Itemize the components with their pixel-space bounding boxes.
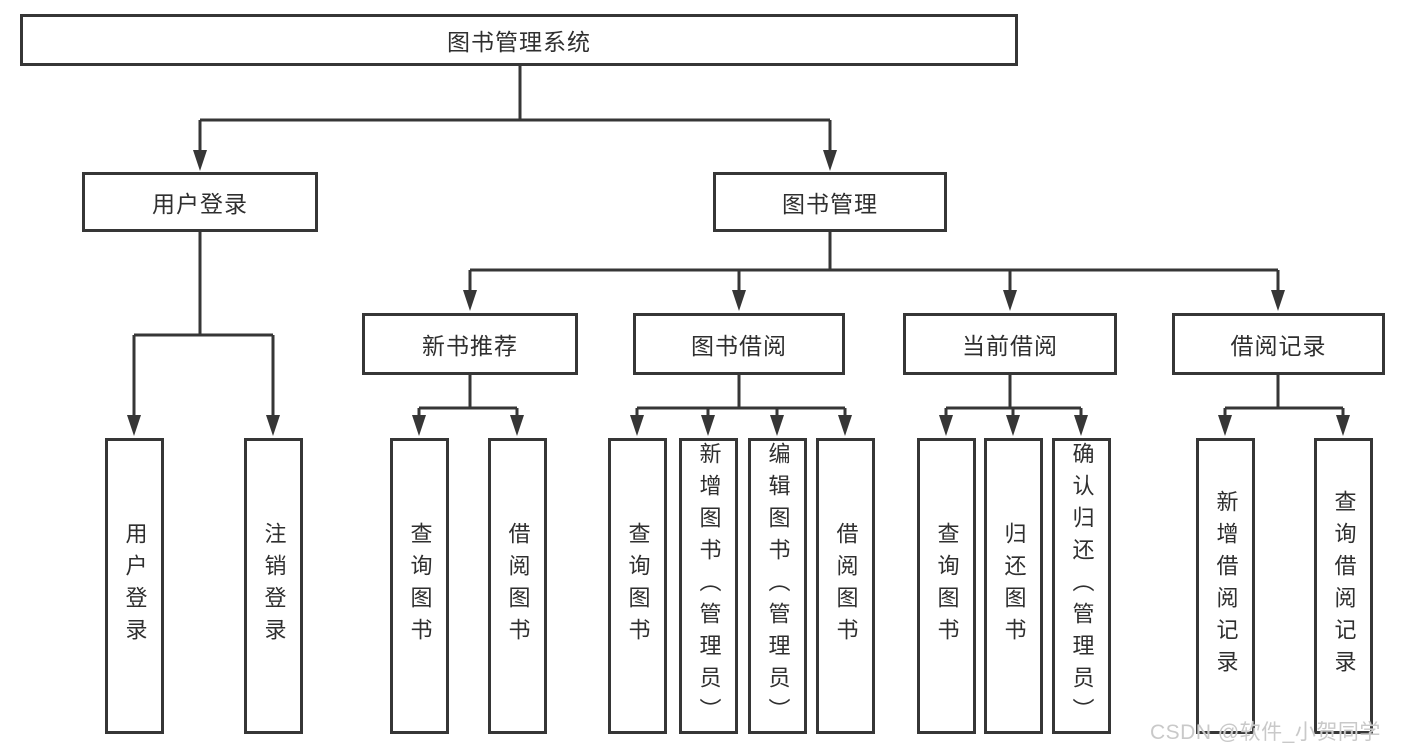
node-book-management: 图书管理 (713, 172, 947, 232)
arrow-down-icon (1006, 415, 1020, 436)
node-borrow-records: 借阅记录 (1172, 313, 1385, 375)
arrow-down-icon (510, 415, 524, 436)
arrow-down-icon (1271, 290, 1285, 311)
arrow-down-icon (823, 150, 837, 171)
arrow-down-icon (838, 415, 852, 436)
connector-book-management-children (468, 232, 1280, 292)
node-user-login: 用户登录 (82, 172, 318, 232)
arrow-down-icon (1218, 415, 1232, 436)
connector-bookborrow-children (635, 375, 847, 417)
leaf-borrow-borrow-books: 借阅图书 (816, 438, 875, 734)
connector-root-to-level1 (198, 66, 832, 152)
connector-newbook-children (417, 375, 519, 417)
arrow-down-icon (732, 290, 746, 311)
node-current-borrow: 当前借阅 (903, 313, 1117, 375)
leaf-records-query-borrow-record: 查询借阅记录 (1314, 438, 1373, 734)
arrow-down-icon (127, 415, 141, 436)
leaf-user-login: 用户登录 (105, 438, 164, 734)
leaf-borrow-edit-books-admin: 编辑图书（管理员） (748, 438, 807, 734)
csdn-watermark: CSDN @软件_小贺同学 (1150, 721, 1381, 744)
leaf-current-query-books: 查询图书 (917, 438, 976, 734)
leaf-current-confirm-return-admin: 确认归还（管理员） (1052, 438, 1111, 734)
leaf-newbook-query-books: 查询图书 (390, 438, 449, 734)
node-root-library-management-system: 图书管理系统 (20, 14, 1018, 66)
leaf-records-add-borrow-record: 新增借阅记录 (1196, 438, 1255, 734)
leaf-current-return-books: 归还图书 (984, 438, 1043, 734)
leaf-newbook-borrow-books: 借阅图书 (488, 438, 547, 734)
arrow-down-icon (193, 150, 207, 171)
arrow-down-icon (463, 290, 477, 311)
arrow-down-icon (412, 415, 426, 436)
connector-records-children (1223, 375, 1345, 417)
arrow-down-icon (701, 415, 715, 436)
arrow-down-icon (630, 415, 644, 436)
node-book-borrow: 图书借阅 (633, 313, 845, 375)
arrow-down-icon (1003, 290, 1017, 311)
leaf-borrow-add-books-admin: 新增图书（管理员） (679, 438, 738, 734)
connector-user-login-children (132, 232, 275, 417)
leaf-logout-login: 注销登录 (244, 438, 303, 734)
arrow-down-icon (939, 415, 953, 436)
leaf-borrow-query-books: 查询图书 (608, 438, 667, 734)
arrow-down-icon (1074, 415, 1088, 436)
arrow-down-icon (770, 415, 784, 436)
arrow-down-icon (266, 415, 280, 436)
node-new-book-recommend: 新书推荐 (362, 313, 578, 375)
arrow-down-icon (1336, 415, 1350, 436)
connector-currentborrow-children (944, 375, 1083, 417)
